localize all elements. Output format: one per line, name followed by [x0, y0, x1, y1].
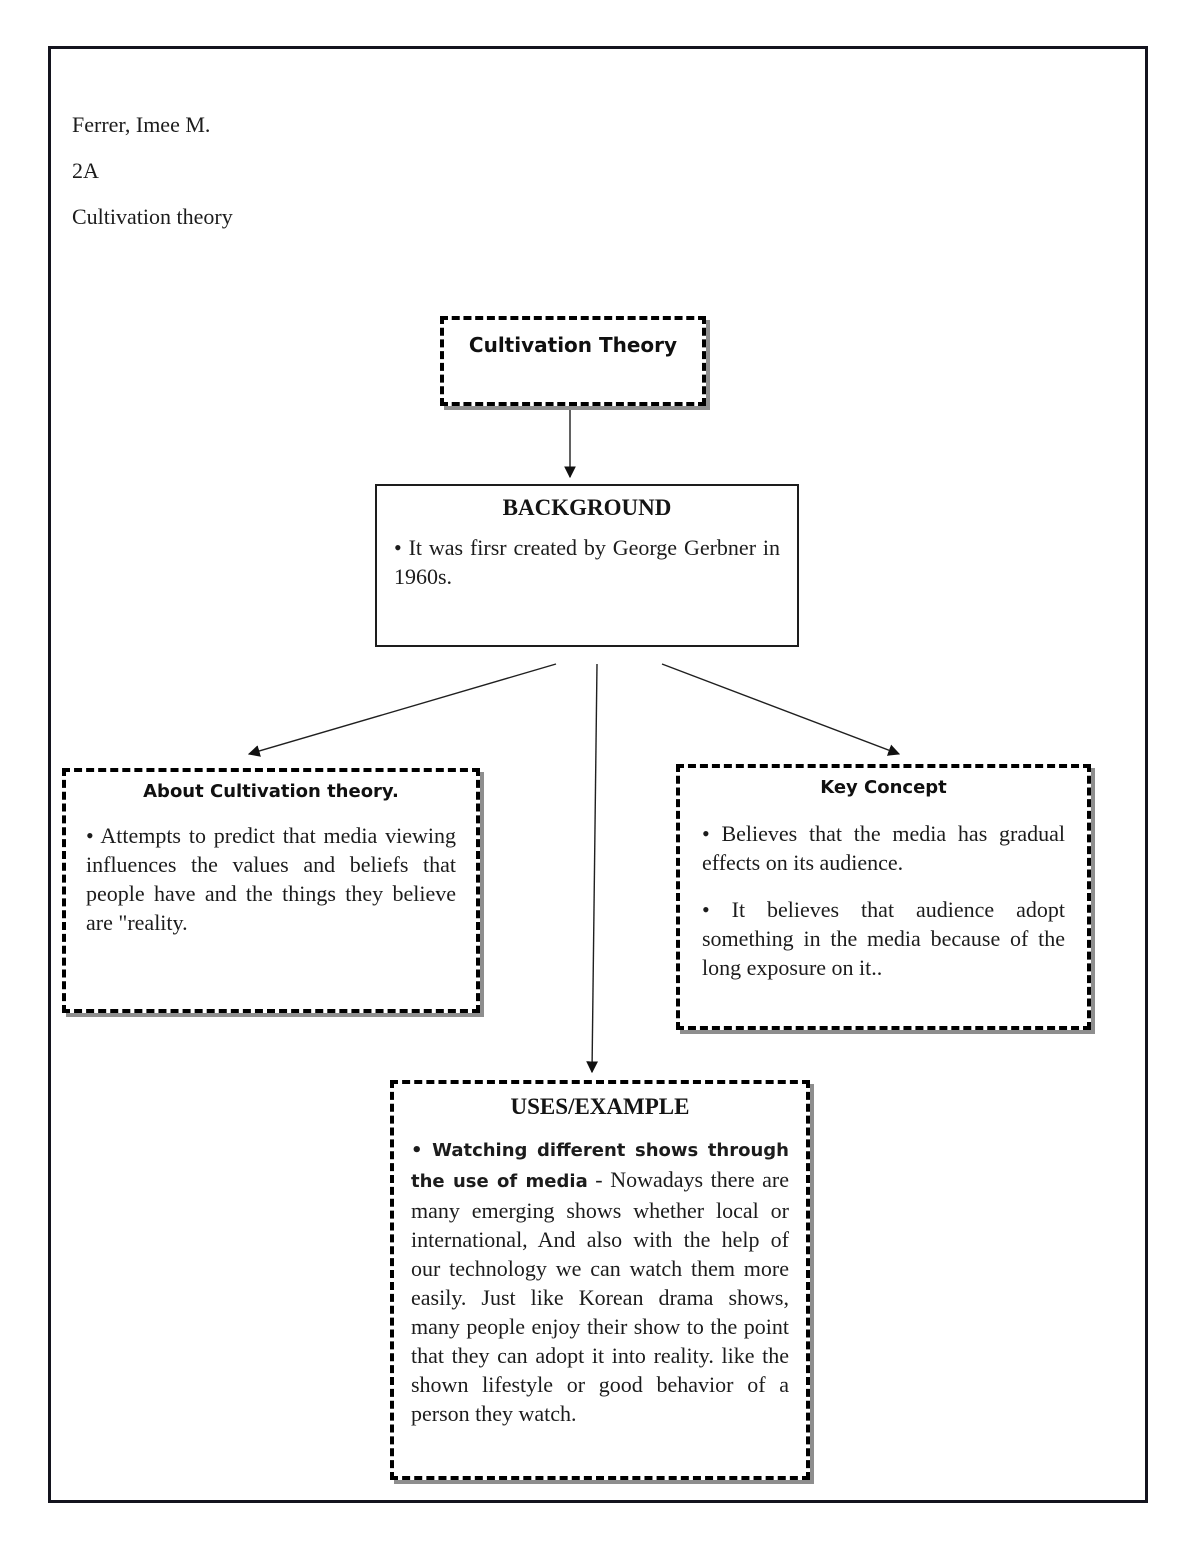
node-title: BACKGROUND	[502, 495, 672, 520]
document-topic: Cultivation theory	[72, 204, 233, 229]
bullet-body-text: - Nowadays there are many emerging shows…	[411, 1167, 790, 1426]
node-about-cultivation-theory: About Cultivation theory. • Attempts to …	[62, 768, 480, 1013]
bullet-item: • Watching different shows through the u…	[411, 1134, 789, 1428]
node-title: Cultivation Theory	[468, 333, 678, 357]
node-title: Key Concept	[820, 777, 947, 798]
node-uses-example: USES/EXAMPLE • Watching different shows …	[390, 1080, 810, 1480]
node-background: BACKGROUND • It was firsr created by Geo…	[375, 484, 799, 647]
node-key-concept: Key Concept • Believes that the media ha…	[676, 764, 1091, 1030]
student-name: Ferrer, Imee M.	[72, 112, 211, 137]
student-header: Ferrer, Imee M. 2A Cultivation theory	[72, 110, 233, 248]
node-title: About Cultivation theory.	[143, 781, 399, 802]
student-section: 2A	[72, 158, 99, 183]
bullet-item: • Believes that the media has gradual ef…	[702, 821, 1065, 875]
bullet-item: • It was firsr created by George Gerbner…	[394, 535, 780, 589]
page-border	[48, 46, 1148, 1503]
node-title: USES/EXAMPLE	[510, 1094, 690, 1119]
bullet-item: • It believes that audience adopt someth…	[702, 897, 1065, 980]
bullet-item: • Attempts to predict that media viewing…	[86, 823, 456, 935]
bullet-bold-lead: • Watching different shows through the u…	[411, 1140, 789, 1192]
node-cultivation-theory: Cultivation Theory	[440, 316, 706, 406]
